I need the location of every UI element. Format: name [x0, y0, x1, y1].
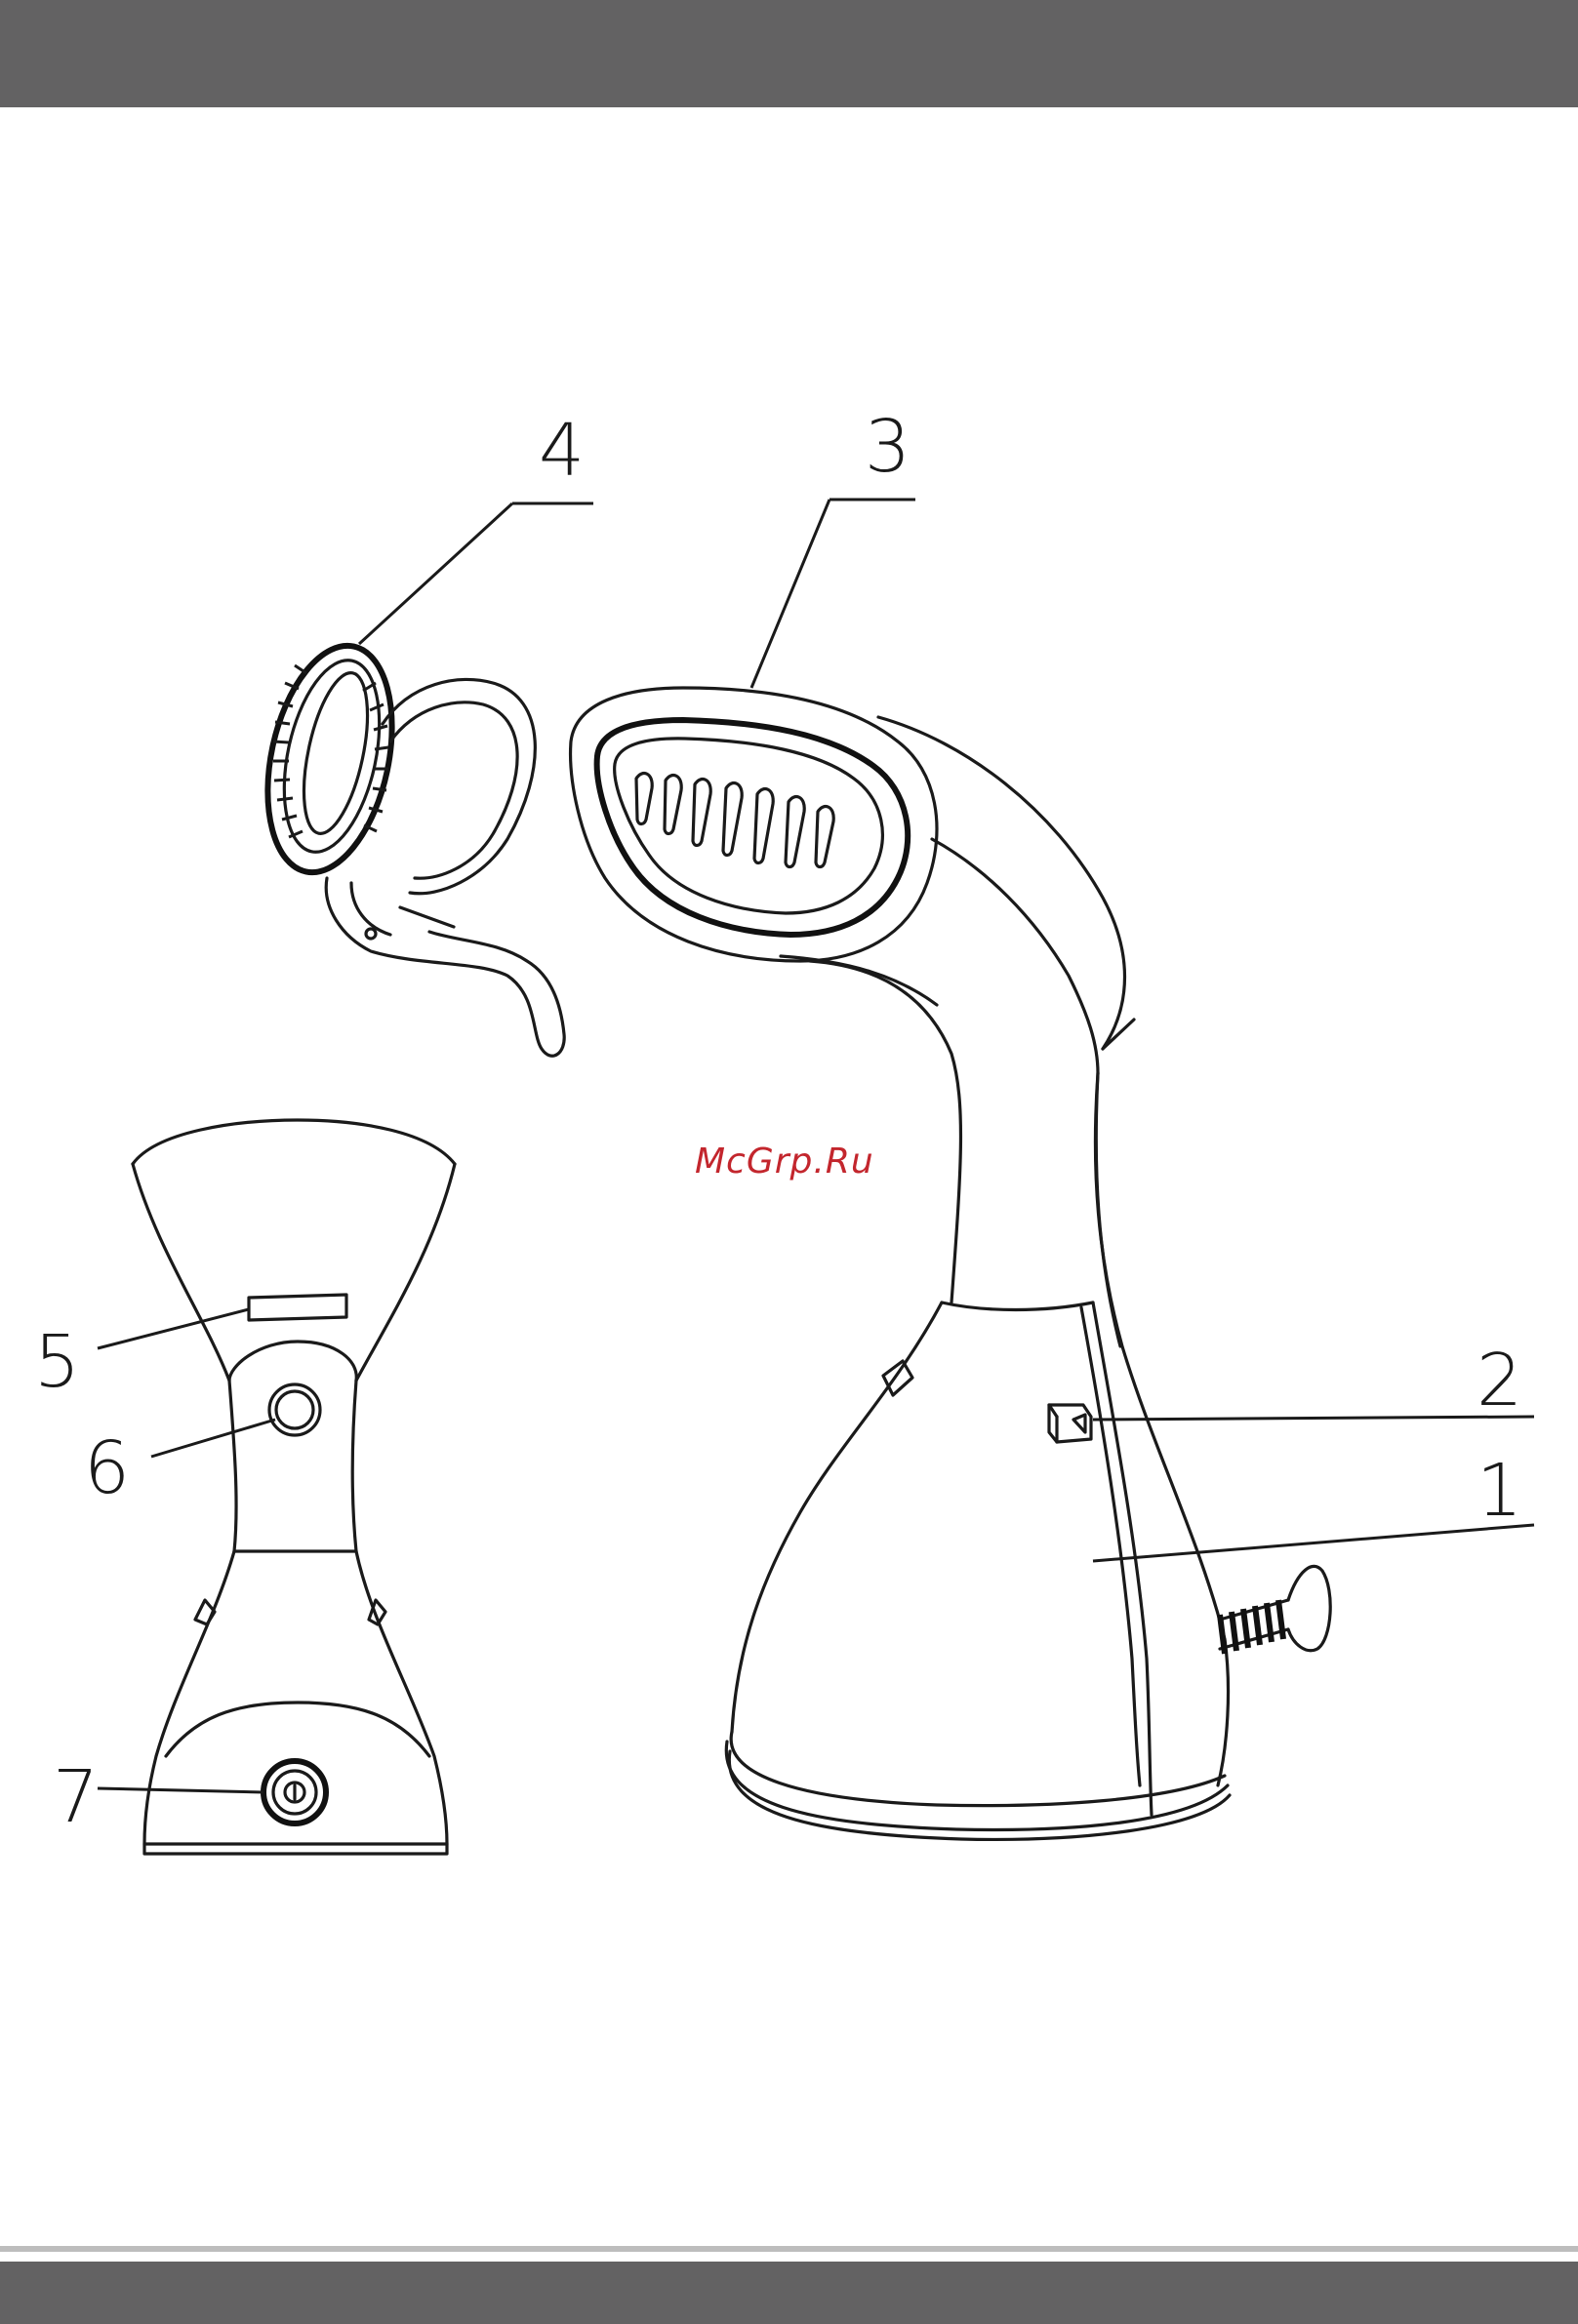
callout-4: 4	[539, 409, 585, 493]
power-cord	[1220, 1566, 1330, 1654]
watermark-text: McGrp.Ru	[695, 1142, 874, 1182]
bottom-divider	[0, 2246, 1578, 2252]
steam-vents	[636, 774, 833, 867]
callout-2: 2	[1477, 1339, 1522, 1422]
callout-1: 1	[1477, 1449, 1522, 1533]
steamer-main-body	[571, 688, 1331, 1839]
brush-attachment	[249, 634, 564, 1056]
callout-3: 3	[865, 405, 910, 489]
steamer-rear-view	[133, 1120, 455, 1854]
callout-7: 7	[53, 1755, 99, 1839]
trigger-button	[1049, 1405, 1091, 1442]
bottom-footer-bar	[0, 2262, 1578, 2324]
callout-5: 5	[34, 1320, 80, 1404]
callout-6: 6	[84, 1426, 130, 1510]
